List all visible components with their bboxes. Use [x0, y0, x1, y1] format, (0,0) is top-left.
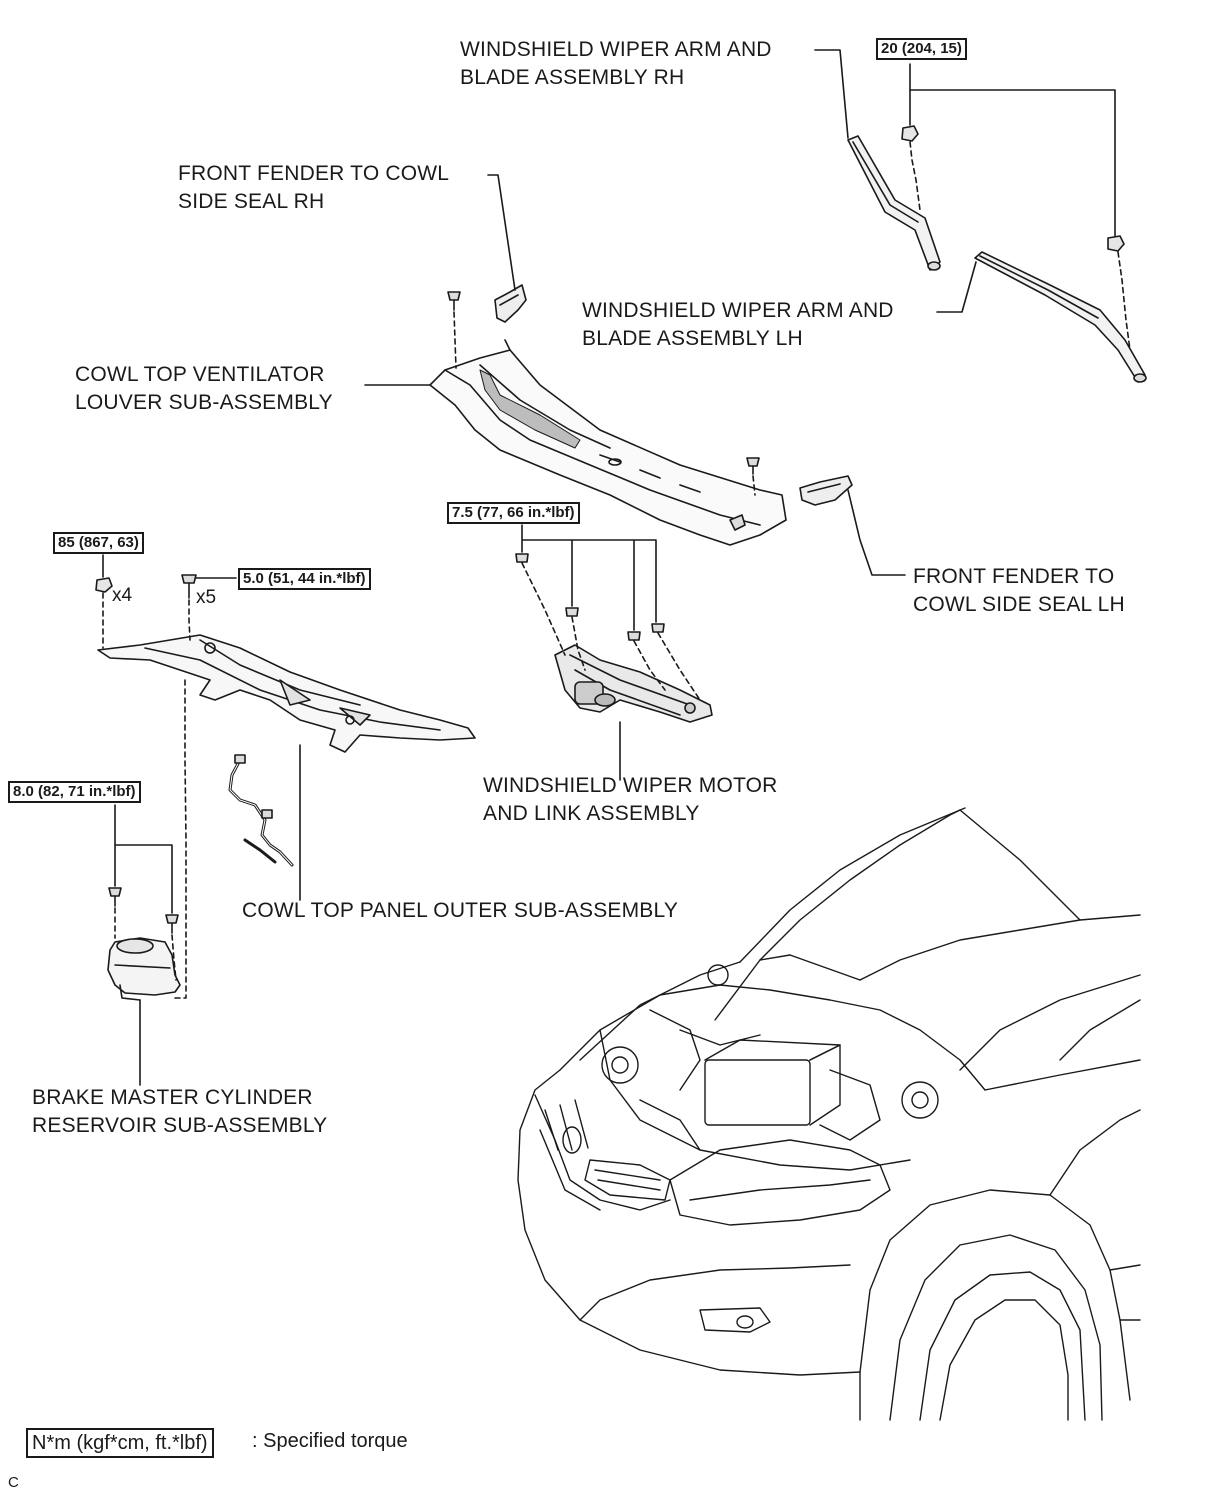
label-cowl-outer: COWL TOP PANEL OUTER SUB-ASSEMBLY: [242, 897, 678, 925]
louver-clip-lh-dash: [752, 475, 756, 496]
label-cowl-louver: COWL TOP VENTILATOR LOUVER SUB-ASSEMBLY: [75, 361, 333, 417]
torque-cowl-nut: 85 (867, 63): [53, 532, 144, 554]
brake-reservoir: [107, 937, 181, 1001]
label-wiper-arm-rh-line1: WINDSHIELD WIPER ARM AND: [460, 38, 772, 61]
label-brake-reservoir-line1: BRAKE MASTER CYLINDER: [32, 1086, 313, 1109]
torque-cowl-bolt: 5.0 (51, 44 in.*lbf): [238, 568, 371, 590]
quantity-cowl-nut: x4: [112, 585, 133, 606]
cowl-bolt-dash: [188, 599, 191, 641]
cowl-bolt: [181, 574, 197, 599]
motor-bolt-dash-4: [657, 632, 701, 701]
wiper-rh-nut-dash: [909, 141, 921, 211]
label-wiper-motor: WINDSHIELD WIPER MOTOR AND LINK ASSEMBLY: [483, 772, 778, 828]
wiper-rh-nut: [901, 125, 919, 142]
label-fender-seal-rh-line1: FRONT FENDER TO COWL: [178, 162, 450, 185]
label-brake-reservoir: BRAKE MASTER CYLINDER RESERVOIR SUB-ASSE…: [32, 1084, 327, 1140]
cowl-to-reservoir-dash: [174, 679, 187, 999]
cowl-top-panel-outer: [97, 634, 476, 753]
label-fender-seal-lh-line1: FRONT FENDER TO: [913, 565, 1115, 588]
motor-bolt-dash-3: [633, 640, 666, 691]
motor-bolt-dash-1: [521, 562, 566, 656]
louver-clip-lh: [746, 457, 760, 475]
wiper-lh-nut: [1107, 235, 1125, 252]
fender-seal-lh: [799, 475, 853, 506]
label-wiper-arm-rh-line2: BLADE ASSEMBLY RH: [460, 66, 685, 89]
fender-seal-lh-leader: [847, 489, 906, 576]
label-wiper-arm-lh-line1: WINDSHIELD WIPER ARM AND: [582, 299, 894, 322]
label-fender-seal-lh: FRONT FENDER TO COWL SIDE SEAL LH: [913, 563, 1125, 619]
wiper-arm-rh: [847, 135, 941, 271]
wiper-motor-link: [554, 644, 713, 723]
label-cowl-outer-line1: COWL TOP PANEL OUTER SUB-ASSEMBLY: [242, 899, 679, 922]
legend-description: : Specified torque: [252, 1430, 408, 1452]
wiper-lh-nut-dash: [1117, 251, 1131, 351]
label-cowl-louver-line1: COWL TOP VENTILATOR: [75, 363, 325, 386]
cowl-top-ventilator-louver: [429, 339, 787, 546]
reservoir-bolt-dash-2: [171, 934, 177, 981]
wiper-lh-leader: [936, 261, 977, 313]
reservoir-torque-leader: [114, 804, 173, 914]
motor-bolt-dash-2: [571, 616, 586, 671]
car-front-view: [517, 807, 1141, 1421]
fender-seal-rh-leader: [487, 174, 516, 291]
label-brake-reservoir-line2: RESERVOIR SUB-ASSEMBLY: [32, 1114, 328, 1137]
wiper-arm-lh: [974, 251, 1147, 383]
label-wiper-arm-rh: WINDSHIELD WIPER ARM AND BLADE ASSEMBLY …: [460, 36, 772, 92]
label-fender-seal-rh: FRONT FENDER TO COWL SIDE SEAL RH: [178, 160, 449, 216]
label-fender-seal-lh-line2: COWL SIDE SEAL LH: [913, 593, 1125, 616]
label-wiper-arm-lh: WINDSHIELD WIPER ARM AND BLADE ASSEMBLY …: [582, 297, 894, 353]
louver-clip-rh: [447, 291, 461, 311]
wiper-motor-bolts: [515, 553, 665, 641]
louver-clip-rh-dash: [453, 311, 457, 369]
motor-bolt-torque-leader: [521, 524, 657, 631]
torque-wiper-motor-bolt: 7.5 (77, 66 in.*lbf): [447, 502, 580, 524]
quantity-cowl-bolt: x5: [196, 587, 217, 608]
label-fender-seal-rh-line2: SIDE SEAL RH: [178, 190, 325, 213]
label-wiper-motor-line1: WINDSHIELD WIPER MOTOR: [483, 774, 778, 797]
cowl-nut: [95, 577, 113, 593]
label-wiper-motor-line2: AND LINK ASSEMBLY: [483, 802, 700, 825]
label-cowl-louver-line2: LOUVER SUB-ASSEMBLY: [75, 391, 333, 414]
wiper-rh-leader: [814, 49, 849, 139]
figure-code: C: [8, 1474, 19, 1491]
wire-harness: [228, 754, 294, 867]
fender-seal-rh: [494, 284, 527, 323]
wiper-nut-torque-leader: [909, 63, 1116, 237]
reservoir-bolts: [108, 887, 179, 934]
torque-wiper-nut: 20 (204, 15): [876, 38, 967, 60]
label-wiper-arm-lh-line2: BLADE ASSEMBLY LH: [582, 327, 803, 350]
legend-unit-box: N*m (kgf*cm, ft.*lbf): [26, 1428, 214, 1458]
torque-reservoir-bolt: 8.0 (82, 71 in.*lbf): [8, 781, 141, 803]
